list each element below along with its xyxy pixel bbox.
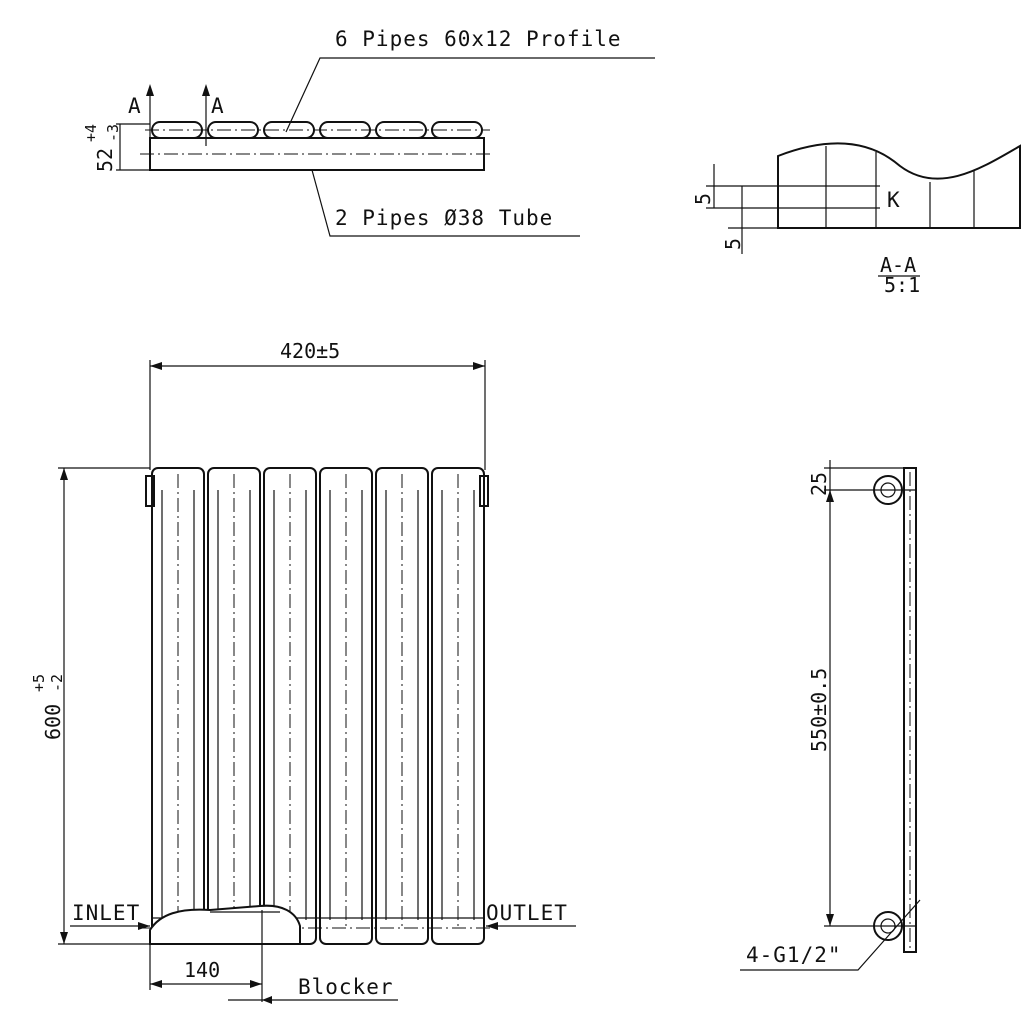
top-offset-dimension: 25: [807, 472, 831, 496]
inlet-label: INLET: [72, 901, 140, 925]
depth-tol-upper: +4: [82, 124, 100, 142]
radiator-columns: [140, 467, 494, 945]
section-scale: 5:1: [884, 273, 920, 297]
profile-ovals: [145, 121, 490, 139]
section-marker-right: A: [211, 94, 225, 118]
profile-note: 6 Pipes 60x12 Profile: [335, 27, 622, 51]
width-dimension: 420±5: [280, 339, 340, 363]
tube-note: 2 Pipes Ø38 Tube: [335, 206, 553, 230]
height-dimension: 600: [41, 704, 65, 740]
side-panel: [903, 467, 917, 953]
depth-dimension: 52: [93, 148, 117, 172]
blocker-label: Blocker: [298, 975, 394, 999]
outlet-label: OUTLET: [486, 901, 568, 925]
radiator-column: [263, 467, 317, 945]
front-view: 420±5: [30, 339, 576, 1004]
depth-tol-lower: -3: [104, 124, 122, 142]
section-title: A-A: [880, 253, 916, 277]
detail-dim-b: 5: [721, 238, 745, 250]
side-view: 25 550±0.5 4-G1/2": [740, 460, 921, 971]
profile-oval: [375, 121, 427, 139]
radiator-column: [151, 467, 205, 945]
thread-note: 4-G1/2": [746, 943, 842, 967]
radiator-column: [207, 467, 261, 945]
radiator-column: [431, 467, 485, 945]
section-marker-left: A: [128, 94, 142, 118]
height-tol-upper: +5: [30, 674, 48, 692]
height-tol-lower: -2: [48, 674, 66, 692]
detail-dim-a: 5: [691, 193, 715, 205]
section-detail: K 5 5 A-A 5:1: [691, 142, 1021, 297]
centers-dimension: 550±0.5: [807, 668, 831, 752]
radiator-column: [375, 467, 429, 945]
radiator-column: [319, 467, 373, 945]
top-view: A A 52 +4 -3 6 Pipes 60x12 Profile 2 Pip…: [82, 27, 655, 237]
profile-oval: [207, 121, 259, 139]
offset-dimension: 140: [184, 958, 220, 982]
section-outline: [777, 142, 1021, 229]
detail-k-label: K: [887, 188, 901, 212]
